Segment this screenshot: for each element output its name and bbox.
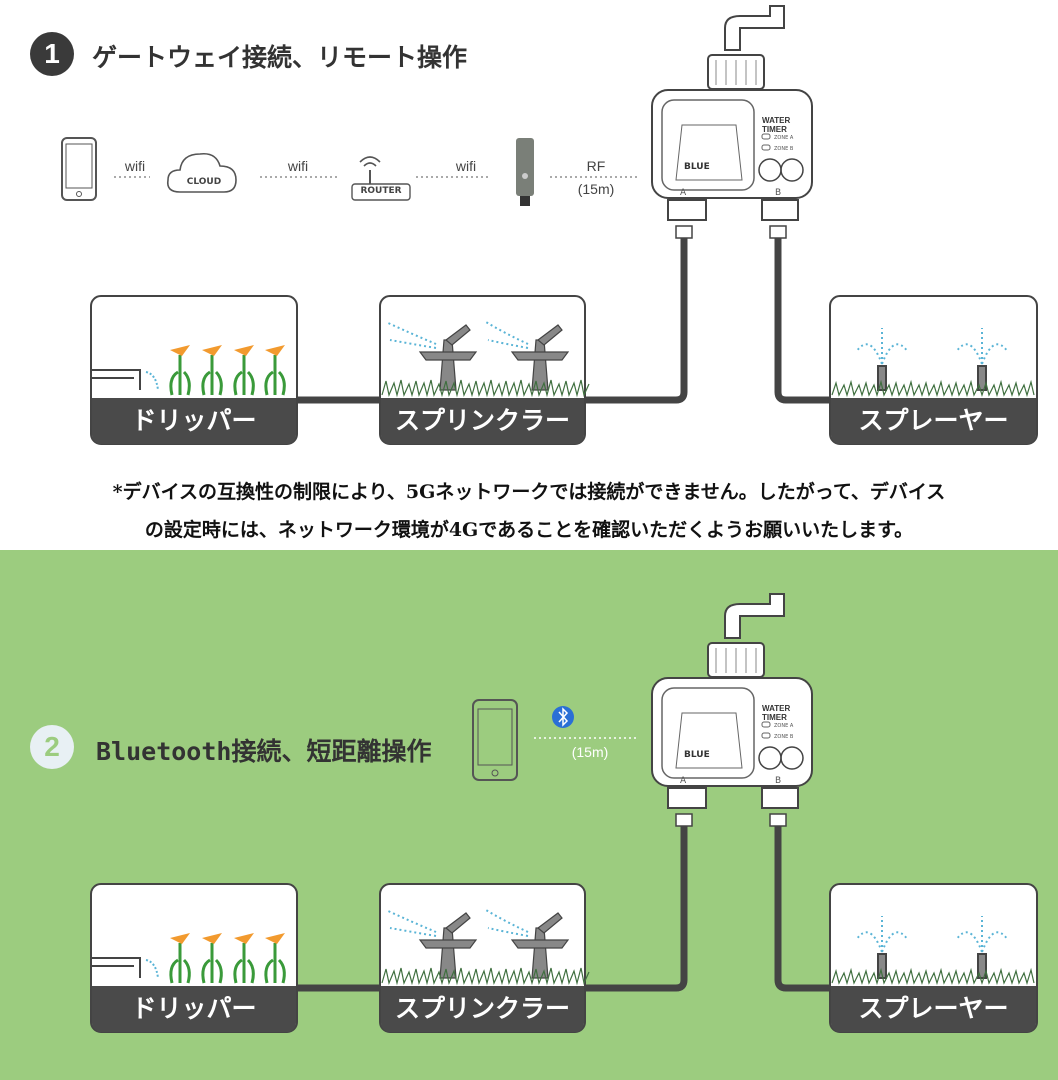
hose-a [585, 238, 688, 404]
timer-screen-frame [661, 687, 755, 779]
gateway-hub-icon [516, 138, 534, 206]
step-number-badge: 2 [30, 725, 74, 769]
grass [381, 379, 1035, 398]
wifi-label: wifi [455, 158, 477, 174]
brand-label: BLUE [684, 750, 710, 760]
brand-label: BLUE [684, 162, 710, 172]
outlet-b-fitting [761, 787, 799, 809]
sprinkler-label: スプリンクラー [381, 398, 584, 444]
faucet-icon [724, 5, 785, 51]
spray-nozzles-icon [877, 953, 987, 979]
device-label-water: WATER [762, 116, 791, 125]
bluetooth-chain [472, 699, 638, 781]
port-b-label: B [775, 776, 782, 786]
sprayer-label: スプレーヤー [831, 398, 1036, 444]
range-label: (15m) [577, 181, 615, 197]
zone-b-label: ZONE B [774, 734, 794, 740]
drip-emitter-icon [92, 369, 141, 390]
device-label-timer: TIMER [762, 125, 787, 134]
sprayer-label: スプレーヤー [831, 986, 1036, 1032]
router-label: ROUTER [360, 186, 402, 196]
port-a-label: A [680, 776, 687, 786]
phone-icon [61, 137, 97, 201]
spray-nozzles-icon [877, 365, 987, 391]
device-label-water: WATER [762, 704, 791, 713]
wifi-label: wifi [124, 158, 146, 174]
timer-screen [675, 124, 743, 181]
zone-b-button [780, 158, 804, 182]
outlet-b-fitting [761, 199, 799, 221]
zone-a-label: ZONE A [774, 135, 794, 141]
section-title: ゲートウェイ接続、リモート操作 [92, 43, 468, 72]
compatibility-note-line1: *デバイスの互換性の制限により、5Gネットワークでは接続ができません。したがって… [112, 481, 946, 503]
flower-plants-icon [169, 345, 286, 396]
hose-b [774, 238, 830, 404]
outlet-a-fitting [667, 199, 707, 221]
cloud-label: CLOUD [186, 177, 222, 187]
zone-b-label: ZONE B [774, 146, 794, 152]
wifi-label: wifi [287, 158, 309, 174]
rf-label: RF [586, 158, 606, 174]
outlet-a-fitting [667, 787, 707, 809]
sprinkler-heads-icon [418, 324, 570, 391]
step-number-badge: 1 [30, 32, 74, 76]
section-title: Bluetooth接続、短距離操作 [96, 737, 432, 766]
zone-b-button [780, 746, 804, 770]
drip-label: ドリッパー [92, 398, 296, 444]
water-timer-body [651, 89, 813, 199]
connection-chain [61, 137, 640, 206]
flower-plants-icon [169, 933, 286, 984]
port-a-label: A [680, 188, 687, 198]
sprinkler-heads-icon [418, 912, 570, 979]
grass [381, 967, 1035, 986]
hose-b [774, 826, 830, 992]
cloud-icon [166, 152, 237, 193]
port-b-label: B [775, 188, 782, 198]
timer-screen-frame [661, 99, 755, 191]
faucet-icon [724, 593, 785, 639]
drip-emitter-icon [92, 957, 141, 978]
hose-a [585, 826, 688, 992]
device-label-timer: TIMER [762, 713, 787, 722]
phone-icon [472, 699, 518, 781]
router-icon [351, 156, 411, 201]
water-timer-body [651, 677, 813, 787]
compatibility-note-line2: の設定時には、ネットワーク環境が4Gであることを確認いただくようお願いいたします… [144, 519, 914, 541]
timer-screen [675, 712, 743, 769]
range-label: (15m) [571, 744, 609, 760]
bluetooth-icon [552, 706, 574, 728]
sprinkler-label: スプリンクラー [381, 986, 584, 1032]
zone-a-label: ZONE A [774, 723, 794, 729]
drip-label: ドリッパー [92, 986, 296, 1032]
